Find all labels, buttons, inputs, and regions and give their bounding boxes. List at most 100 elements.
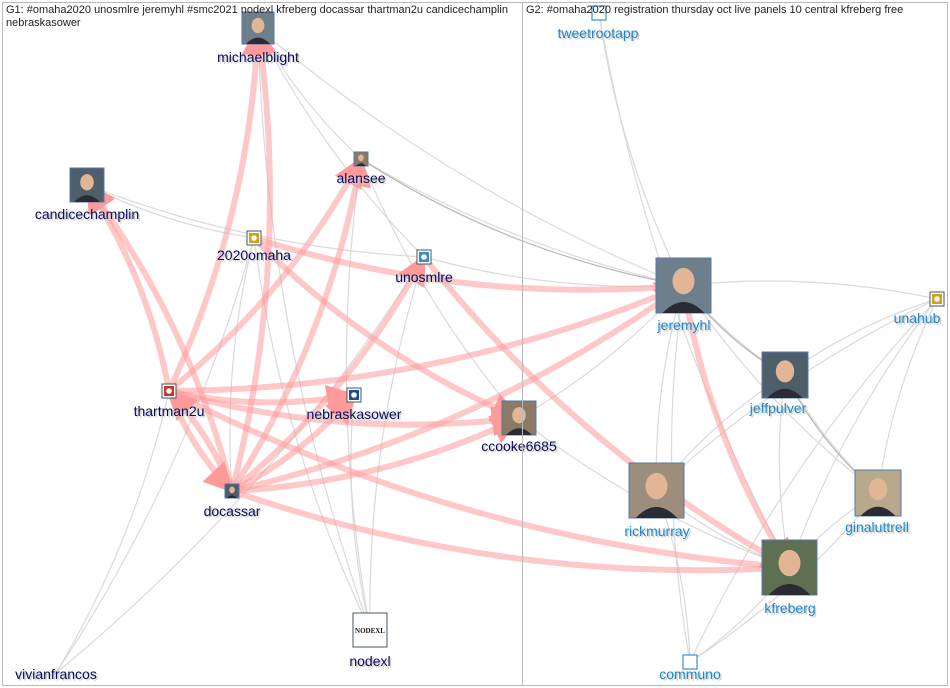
edge-weak-tweetrootapp-jeremyhl	[598, 12, 685, 287]
edge-weak-unahub-kfreberg	[788, 298, 938, 569]
node-label-shadow: 2020omaha	[219, 249, 293, 265]
node-label-shadow: ccooke6685	[483, 440, 559, 456]
node-label-shadow: communo	[661, 668, 723, 684]
node-label-shadow: unosmlre	[397, 271, 455, 287]
profile-photo-icon	[761, 351, 809, 399]
profile-photo-icon	[69, 167, 105, 203]
profile-photo-icon	[224, 483, 240, 499]
edge-strong-thartman2u-kfreberg	[167, 388, 793, 581]
edge-strong-docassar-nebraskasower	[230, 392, 357, 494]
node-label-shadow: vivianfrancos	[17, 668, 99, 684]
node-label: jeffpulver	[749, 400, 807, 416]
edge-strong-thartman2u-jeremyhl	[168, 282, 687, 394]
edge-weak-michaelblight-jeremyhl	[257, 27, 685, 287]
logo-icon	[246, 230, 262, 246]
logo-icon	[161, 383, 177, 399]
group-panel-g2	[522, 2, 948, 686]
node-label: candicechamplin	[35, 206, 139, 222]
node-label: kfreberg	[764, 600, 815, 616]
edge-weak-michaelblight-nodexl	[257, 27, 372, 631]
node-label-shadow: candicechamplin	[36, 208, 140, 224]
node-label: jeremyhl	[657, 317, 711, 333]
node-label: rickmurray	[624, 523, 689, 539]
node-label-shadow: rickmurray	[626, 525, 691, 541]
edge-strong-docassar-alansee	[229, 156, 372, 493]
app-icon	[682, 654, 698, 670]
profile-photo-icon	[761, 539, 818, 596]
edge-strong-thartman2u-michaelblight	[166, 25, 272, 393]
node-label: unahub	[894, 310, 941, 326]
edge-weak-alansee-jeremyhl	[360, 158, 685, 288]
edge-weak-michaelblight-unosmlre	[257, 27, 425, 258]
edge-strong-thartman2u-alansee	[167, 156, 364, 394]
logo-icon	[346, 387, 362, 403]
node-label-shadow: thartman2u	[135, 405, 206, 421]
nodexl-logo-icon: NODEXL	[352, 612, 388, 648]
node-label-shadow: jeremyhl	[658, 319, 712, 335]
edge-weak-unahub-ginaluttrell	[875, 298, 938, 494]
node-label: nodexl	[349, 653, 390, 669]
group-title-g2: G2: #omaha2020 registration thursday oct…	[526, 4, 904, 16]
node-label: docassar	[204, 503, 261, 519]
node-label-shadow: docassar	[205, 505, 262, 521]
node-label: 2020omaha	[217, 247, 291, 263]
group-title-g1: G1: #omaha2020 unosmlre jeremyhl #smc202…	[6, 4, 508, 29]
nodexl-logo-text: NODEXL	[355, 627, 385, 635]
edge-strong-jeremyhl-kfreberg	[680, 285, 793, 571]
edge-strong-unosmlre-kfreberg	[421, 255, 793, 571]
node-label: tweetrootapp	[558, 25, 639, 41]
edge-strong-docassar-ccooke6685	[231, 415, 522, 494]
edge-weak-vivianfrancos-2020omaha	[55, 237, 256, 674]
edge-strong-docassar-candicechamplin	[84, 182, 235, 492]
node-label-shadow: nebraskasower	[308, 408, 403, 424]
node-label-shadow: kfreberg	[766, 602, 817, 618]
node-label-shadow: tweetrootapp	[559, 27, 640, 43]
strong-edge-layer	[84, 25, 793, 585]
node-label-shadow: unahub	[895, 312, 942, 328]
node-label: vivianfrancos	[15, 666, 97, 682]
edge-weak-unosmlre-nodexl	[366, 256, 425, 631]
node-label-shadow: ginaluttrell	[847, 521, 911, 537]
node-label: nebraskasower	[307, 406, 402, 422]
app-icon	[591, 5, 607, 21]
node-label: unosmlre	[395, 269, 453, 285]
node-label-shadow: nodexl	[351, 655, 392, 671]
node-label-shadow: alansee	[338, 172, 387, 188]
edge-weak-unahub-communo	[689, 298, 938, 663]
node-label: ccooke6685	[481, 438, 557, 454]
node-label: thartman2u	[134, 403, 205, 419]
edge-dark-alansee-jeremyhl	[360, 158, 684, 287]
edge-strong-2020omaha-ccooke6685	[251, 235, 522, 422]
edge-strong-docassar-kfreberg	[231, 488, 793, 585]
node-label: alansee	[336, 170, 385, 186]
node-label: communo	[659, 666, 721, 682]
edge-weak-vivianfrancos-thartman2u	[55, 390, 172, 674]
group-panel-g1	[2, 2, 523, 686]
edge-strong-docassar-jeremyhl	[231, 283, 686, 494]
edge-weak-2020omaha-nodexl	[253, 237, 371, 631]
edge-weak-unahub-jeremyhl	[682, 280, 938, 300]
edge-strong-docassar-unosmlre	[230, 254, 427, 494]
edge-strong-2020omaha-jeremyhl	[253, 235, 687, 303]
profile-photo-icon	[241, 11, 275, 45]
